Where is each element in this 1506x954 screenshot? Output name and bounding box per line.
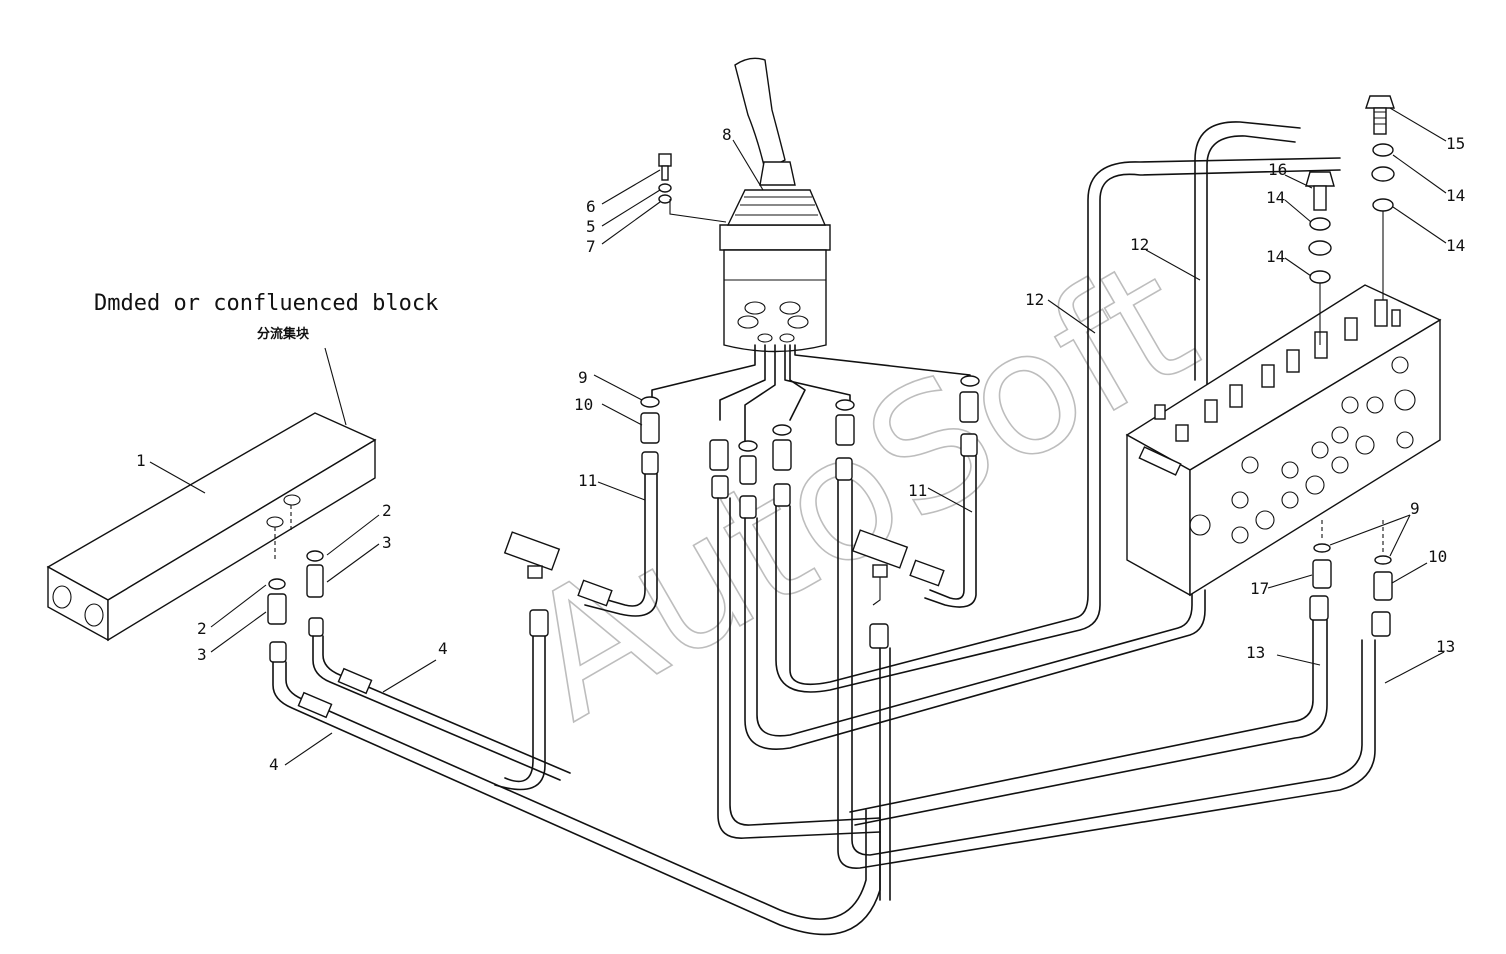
callout-14-a: 14 [1266, 188, 1285, 207]
callout-3-right: 3 [382, 533, 392, 552]
callout-4-upper: 4 [438, 639, 448, 658]
callout-7: 7 [586, 237, 596, 256]
hose-11 [494, 455, 977, 791]
callout-10-right: 10 [1428, 547, 1447, 566]
callout-2-right: 2 [382, 501, 392, 520]
callout-14-b: 14 [1266, 247, 1285, 266]
callout-2-left: 2 [197, 619, 207, 638]
control-valve [1125, 284, 1442, 597]
callout-13-right: 13 [1436, 637, 1455, 656]
callout-9-left: 9 [578, 368, 588, 387]
callout-11-left: 11 [578, 471, 597, 490]
hose-13 [849, 595, 1391, 826]
callout-17: 17 [1250, 579, 1269, 598]
leader-lines [149, 107, 1447, 766]
screw-and-washers [658, 153, 727, 223]
callout-10-left: 10 [574, 395, 593, 414]
block-fittings [267, 505, 324, 663]
block-caption-chinese: 分流集块 [257, 326, 310, 342]
joystick-valve [719, 57, 831, 353]
callout-15: 15 [1446, 134, 1465, 153]
callout-12-middle: 12 [1025, 290, 1044, 309]
callout-9-right: 9 [1410, 499, 1420, 518]
bolts-and-washers [1305, 95, 1395, 345]
callout-13-left: 13 [1246, 643, 1265, 662]
pilot-lines [651, 344, 971, 446]
callout-3-left: 3 [197, 645, 207, 664]
callout-8: 8 [722, 125, 732, 144]
callout-16: 16 [1268, 160, 1287, 179]
callout-11-right: 11 [908, 481, 927, 500]
callout-4-lower: 4 [269, 755, 279, 774]
callout-6: 6 [586, 197, 596, 216]
watermark-text: AutoSoft [494, 222, 1225, 759]
callout-1: 1 [136, 451, 146, 470]
hose-4 [272, 635, 881, 936]
confluence-block [46, 412, 377, 642]
valve-lower-fittings [1312, 520, 1393, 601]
hose-12 [717, 121, 1376, 901]
callout-14-c: 14 [1446, 186, 1465, 205]
block-caption-english: Dmded or confluenced block [94, 291, 438, 316]
callout-14-d: 14 [1446, 236, 1465, 255]
callout-labels: 1 2 3 2 3 4 4 6 5 7 8 9 10 11 11 12 12 1… [136, 125, 1465, 774]
callout-12-upper: 12 [1130, 235, 1149, 254]
pilot-fittings [640, 375, 980, 519]
callout-5: 5 [586, 217, 596, 236]
